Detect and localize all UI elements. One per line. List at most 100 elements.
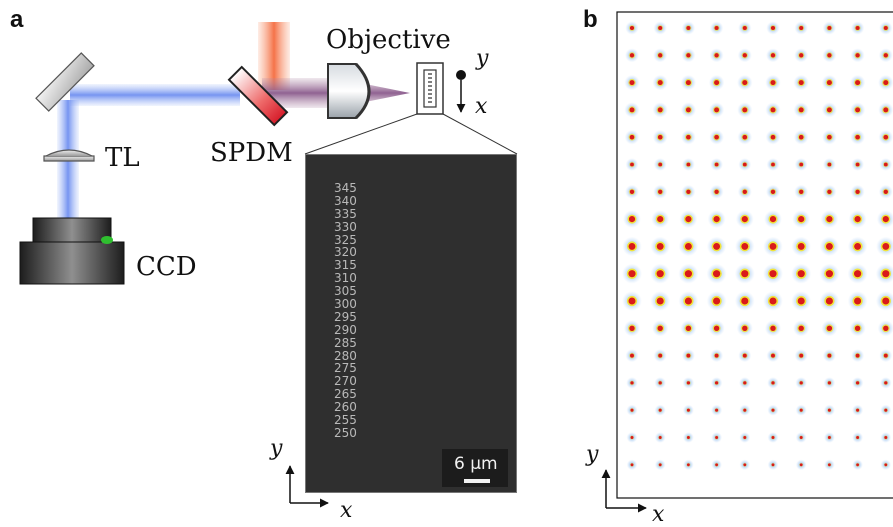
focal-spot-array bbox=[622, 21, 893, 471]
sem-row-label: 295 bbox=[334, 309, 357, 324]
focal-spot bbox=[624, 102, 640, 118]
focal-spot bbox=[626, 432, 638, 443]
focal-spot bbox=[739, 459, 751, 471]
focal-spot bbox=[767, 404, 779, 416]
focal-spot bbox=[653, 184, 668, 199]
focal-spot bbox=[709, 48, 724, 63]
ccd-camera-icon bbox=[19, 217, 125, 285]
focal-spot bbox=[735, 236, 755, 257]
focal-spot bbox=[680, 320, 697, 337]
focal-spot bbox=[849, 74, 866, 91]
focal-spot bbox=[737, 129, 753, 145]
axis-icon bbox=[456, 70, 466, 113]
focal-spot bbox=[626, 377, 638, 389]
focal-spot bbox=[682, 404, 694, 416]
focal-spot bbox=[876, 236, 893, 257]
focal-spot bbox=[877, 320, 893, 337]
sem-row-label: 270 bbox=[334, 374, 357, 389]
focal-spot bbox=[794, 184, 809, 199]
focal-spot bbox=[766, 349, 780, 363]
focal-spot bbox=[851, 377, 864, 389]
focal-spot bbox=[847, 236, 868, 257]
focal-spot bbox=[622, 236, 642, 257]
focal-spot bbox=[625, 349, 639, 363]
sem-row-label: 280 bbox=[334, 348, 357, 363]
sem-row-label: 290 bbox=[334, 322, 357, 337]
focal-spot bbox=[763, 291, 783, 311]
focal-spot bbox=[623, 210, 641, 229]
focal-spot bbox=[766, 21, 780, 35]
focal-spot bbox=[654, 377, 666, 389]
focal-spot bbox=[683, 459, 694, 471]
focal-spot bbox=[821, 320, 838, 337]
focal-spot bbox=[791, 291, 812, 311]
focal-spot bbox=[794, 21, 808, 35]
focal-spot bbox=[650, 263, 671, 284]
focal-spot bbox=[652, 320, 669, 337]
focal-spot bbox=[765, 102, 781, 118]
focal-spot bbox=[739, 404, 751, 416]
focal-spot bbox=[678, 236, 699, 257]
focal-spot bbox=[735, 210, 754, 229]
scale-bar bbox=[464, 479, 490, 483]
focal-spot bbox=[821, 102, 838, 118]
ccd-label: CCD bbox=[136, 252, 197, 282]
excitation-beam-horizontal bbox=[70, 84, 240, 106]
focal-spot bbox=[681, 21, 696, 35]
focal-spot bbox=[767, 377, 779, 389]
focal-spot bbox=[680, 74, 697, 91]
focal-spot bbox=[706, 236, 727, 257]
focal-spot bbox=[708, 320, 725, 337]
axis-y-label-focal: y bbox=[586, 442, 599, 467]
focal-spot bbox=[707, 210, 726, 229]
focal-spot bbox=[682, 377, 695, 389]
focal-spot bbox=[824, 459, 835, 471]
focal-spot bbox=[681, 349, 695, 363]
focal-spot bbox=[738, 158, 752, 171]
focal-spot bbox=[622, 291, 642, 311]
focal-spot bbox=[793, 74, 809, 91]
focal-spot bbox=[823, 377, 836, 389]
focal-spot bbox=[764, 320, 782, 337]
focal-spot bbox=[849, 320, 866, 337]
objective-label: Objective bbox=[326, 25, 451, 55]
sem-row-label: 330 bbox=[334, 219, 357, 234]
focal-spot bbox=[652, 74, 668, 91]
sem-row-label: 310 bbox=[334, 271, 357, 286]
focal-spot bbox=[624, 74, 640, 91]
focal-spot bbox=[709, 21, 724, 35]
focal-spot bbox=[739, 432, 751, 443]
sem-row-label: 265 bbox=[334, 387, 357, 402]
sem-row-label: 340 bbox=[334, 193, 357, 208]
objective-lens-icon bbox=[327, 62, 371, 120]
scale-bar-box: 6 µm bbox=[442, 449, 508, 487]
focal-spot bbox=[652, 129, 668, 145]
focal-spot bbox=[795, 404, 807, 416]
focal-spot bbox=[650, 291, 671, 311]
panel-label-b: b bbox=[583, 6, 598, 33]
focal-spot bbox=[738, 21, 752, 35]
dichroic-mirror-icon bbox=[227, 65, 289, 127]
focal-spot bbox=[878, 74, 893, 91]
focal-spot bbox=[706, 263, 727, 284]
focal-spot bbox=[880, 459, 892, 471]
focal-spot bbox=[847, 291, 868, 311]
focal-spot bbox=[625, 48, 639, 63]
sem-row-label: 315 bbox=[334, 258, 357, 273]
focal-spot bbox=[709, 129, 724, 145]
focal-spot bbox=[850, 48, 865, 63]
sem-row-label: 335 bbox=[334, 206, 357, 221]
focal-spot bbox=[681, 184, 696, 199]
focal-spot bbox=[850, 21, 865, 35]
focal-spot bbox=[850, 184, 865, 199]
focal-spot bbox=[880, 432, 892, 443]
tube-lens-icon bbox=[43, 149, 95, 162]
focal-spot bbox=[850, 102, 866, 118]
focal-spot bbox=[622, 263, 642, 284]
focal-spot bbox=[879, 21, 893, 35]
focal-spot bbox=[623, 320, 641, 337]
focal-spot bbox=[848, 210, 867, 229]
focal-spot bbox=[711, 404, 723, 416]
